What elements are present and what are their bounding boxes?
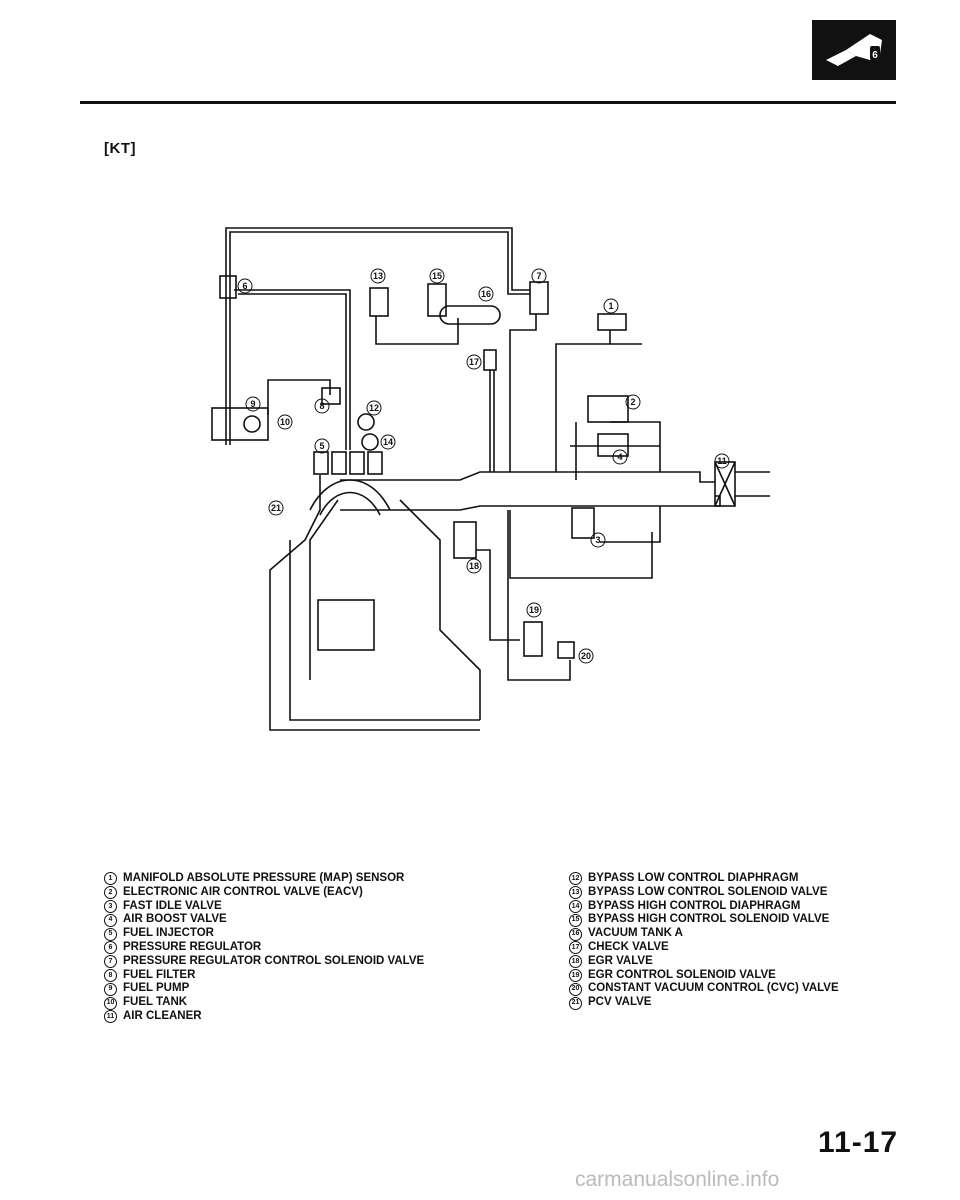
callout-10: 10: [277, 414, 293, 430]
callout-14: 14: [380, 434, 396, 450]
callout-16: 16: [478, 286, 494, 302]
svg-text:16: 16: [481, 289, 491, 299]
callout-4: 4: [612, 449, 628, 465]
svg-text:4: 4: [617, 452, 622, 462]
callout-21: 21: [268, 500, 284, 516]
header-rule: [80, 101, 896, 104]
fuel-nozzle-icon: 6: [812, 20, 896, 80]
svg-text:1: 1: [608, 301, 613, 311]
callout-3: 3: [590, 532, 606, 548]
svg-text:14: 14: [383, 437, 393, 447]
svg-text:18: 18: [469, 561, 479, 571]
svg-text:7: 7: [536, 271, 541, 281]
callout-7: 7: [531, 268, 547, 284]
page-number: 11-17: [818, 1126, 899, 1159]
vacuum-hose-diagram: 1 2 3 4 5 6 7 8 9 10 11 12 13 14 15 16 1…: [190, 210, 790, 755]
svg-text:15: 15: [432, 271, 442, 281]
callout-8: 8: [314, 398, 330, 414]
callout-5: 5: [314, 438, 330, 454]
callout-17: 17: [466, 354, 482, 370]
svg-text:9: 9: [250, 399, 255, 409]
callout-1: 1: [603, 298, 619, 314]
callout-2: 2: [625, 394, 641, 410]
svg-text:8: 8: [319, 401, 324, 411]
svg-text:5: 5: [319, 441, 324, 451]
svg-text:6: 6: [872, 50, 878, 61]
svg-text:21: 21: [271, 503, 281, 513]
callout-9: 9: [245, 396, 261, 412]
svg-text:2: 2: [630, 397, 635, 407]
svg-text:13: 13: [373, 271, 383, 281]
callout-15: 15: [429, 268, 445, 284]
svg-text:19: 19: [529, 605, 539, 615]
svg-text:20: 20: [581, 651, 591, 661]
svg-text:6: 6: [242, 281, 247, 291]
svg-text:11: 11: [717, 456, 727, 466]
callout-20: 20: [578, 648, 594, 664]
callout-13: 13: [370, 268, 386, 284]
svg-text:17: 17: [469, 357, 479, 367]
svg-text:3: 3: [595, 535, 600, 545]
svg-text:12: 12: [369, 403, 379, 413]
svg-text:10: 10: [280, 417, 290, 427]
callout-19: 19: [526, 602, 542, 618]
site-watermark: carmanualsonline.info: [575, 1168, 780, 1191]
model-code: [KT]: [104, 140, 136, 157]
callout-12: 12: [366, 400, 382, 416]
callout-11: 11: [714, 453, 730, 469]
callout-18: 18: [466, 558, 482, 574]
callout-6: 6: [237, 278, 253, 294]
